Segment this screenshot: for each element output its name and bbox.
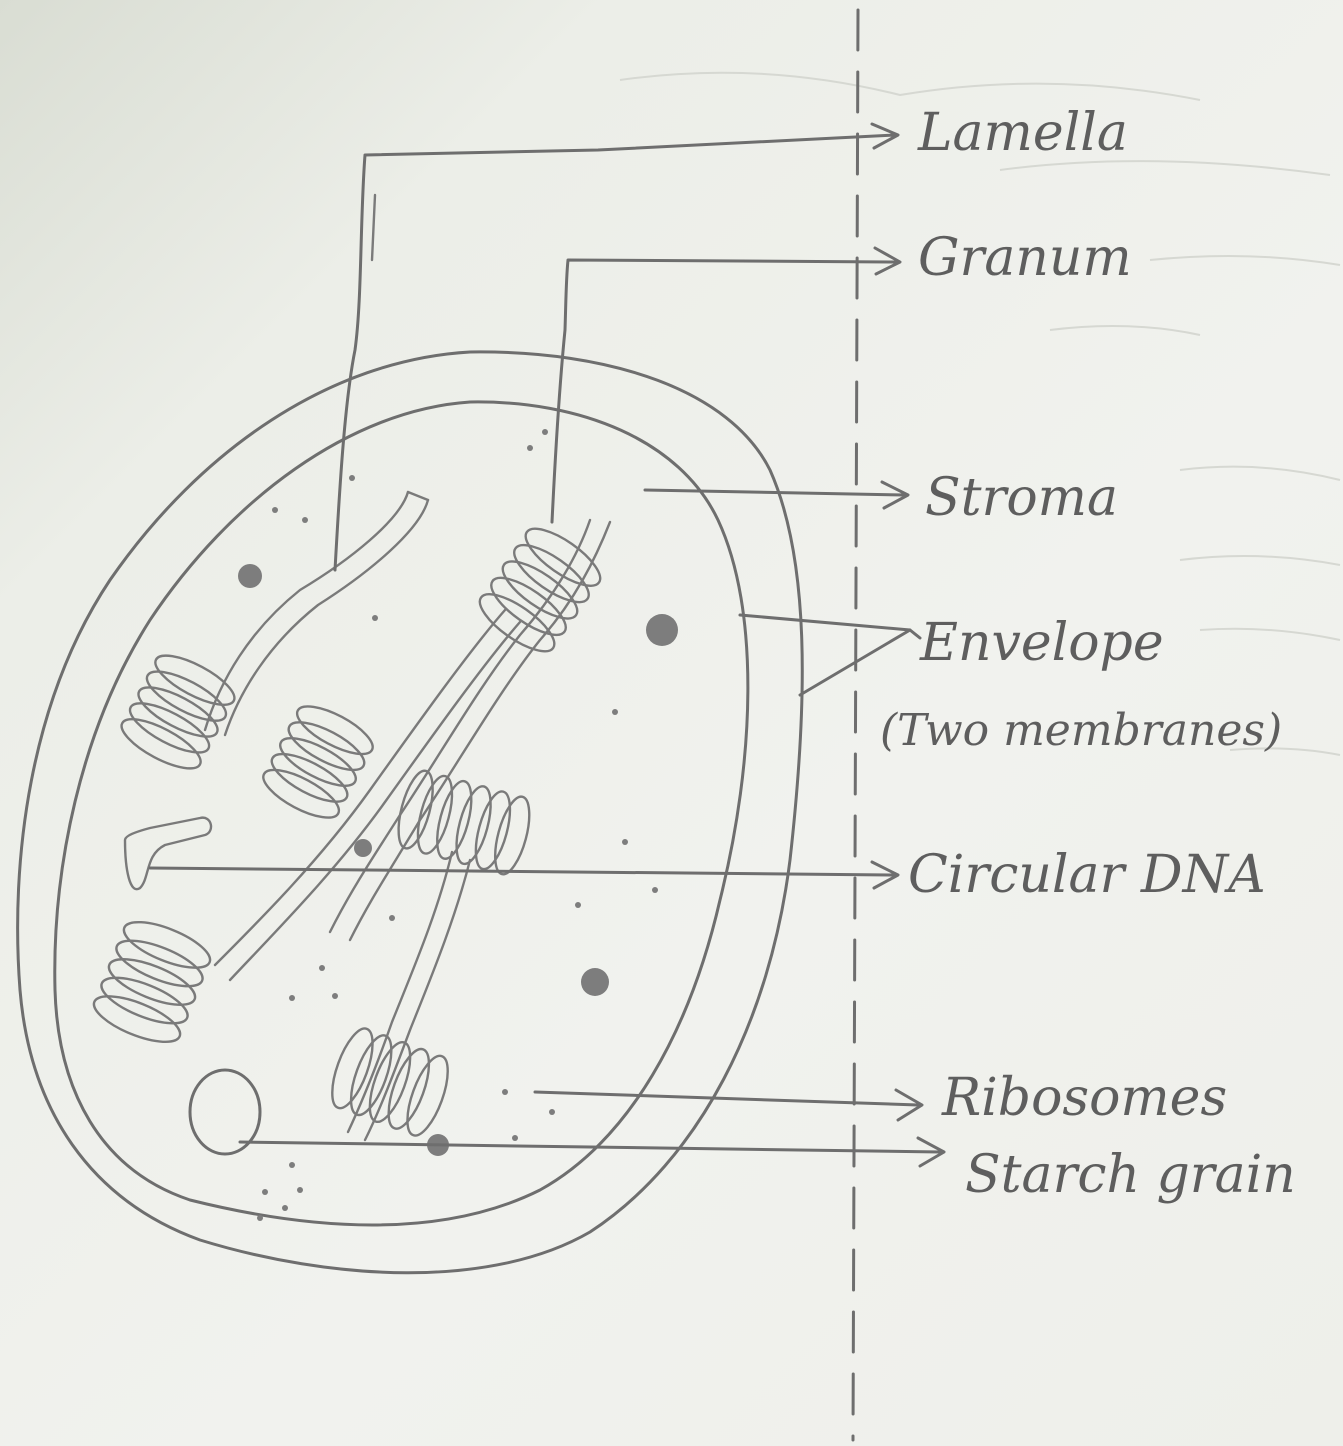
margin-dashed-line (853, 10, 858, 1440)
granum-stack (115, 646, 241, 777)
labels: Lamella Granum Stroma Envelope (Two memb… (880, 103, 1296, 1205)
label-starch-grain: Starch grain (965, 1145, 1296, 1205)
lamella-pointer-tail (372, 195, 375, 260)
envelope-pointer (740, 615, 920, 695)
granum-stack (88, 913, 215, 1051)
label-envelope-note: (Two membranes) (880, 705, 1282, 756)
lamellae (125, 492, 610, 1140)
label-granum: Granum (918, 228, 1132, 288)
label-pointers (150, 124, 944, 1166)
granum-stack (392, 767, 536, 877)
label-stroma: Stroma (925, 468, 1118, 528)
granum-stack (257, 697, 379, 826)
grana (88, 519, 608, 1154)
lamella-pointer (335, 124, 898, 570)
ribosomes-pointer (535, 1090, 922, 1120)
label-envelope: Envelope (919, 613, 1164, 673)
label-circular-dna: Circular DNA (908, 845, 1266, 905)
label-lamella: Lamella (917, 103, 1128, 163)
granum-pointer (552, 248, 900, 522)
label-ribosomes: Ribosomes (941, 1068, 1227, 1128)
